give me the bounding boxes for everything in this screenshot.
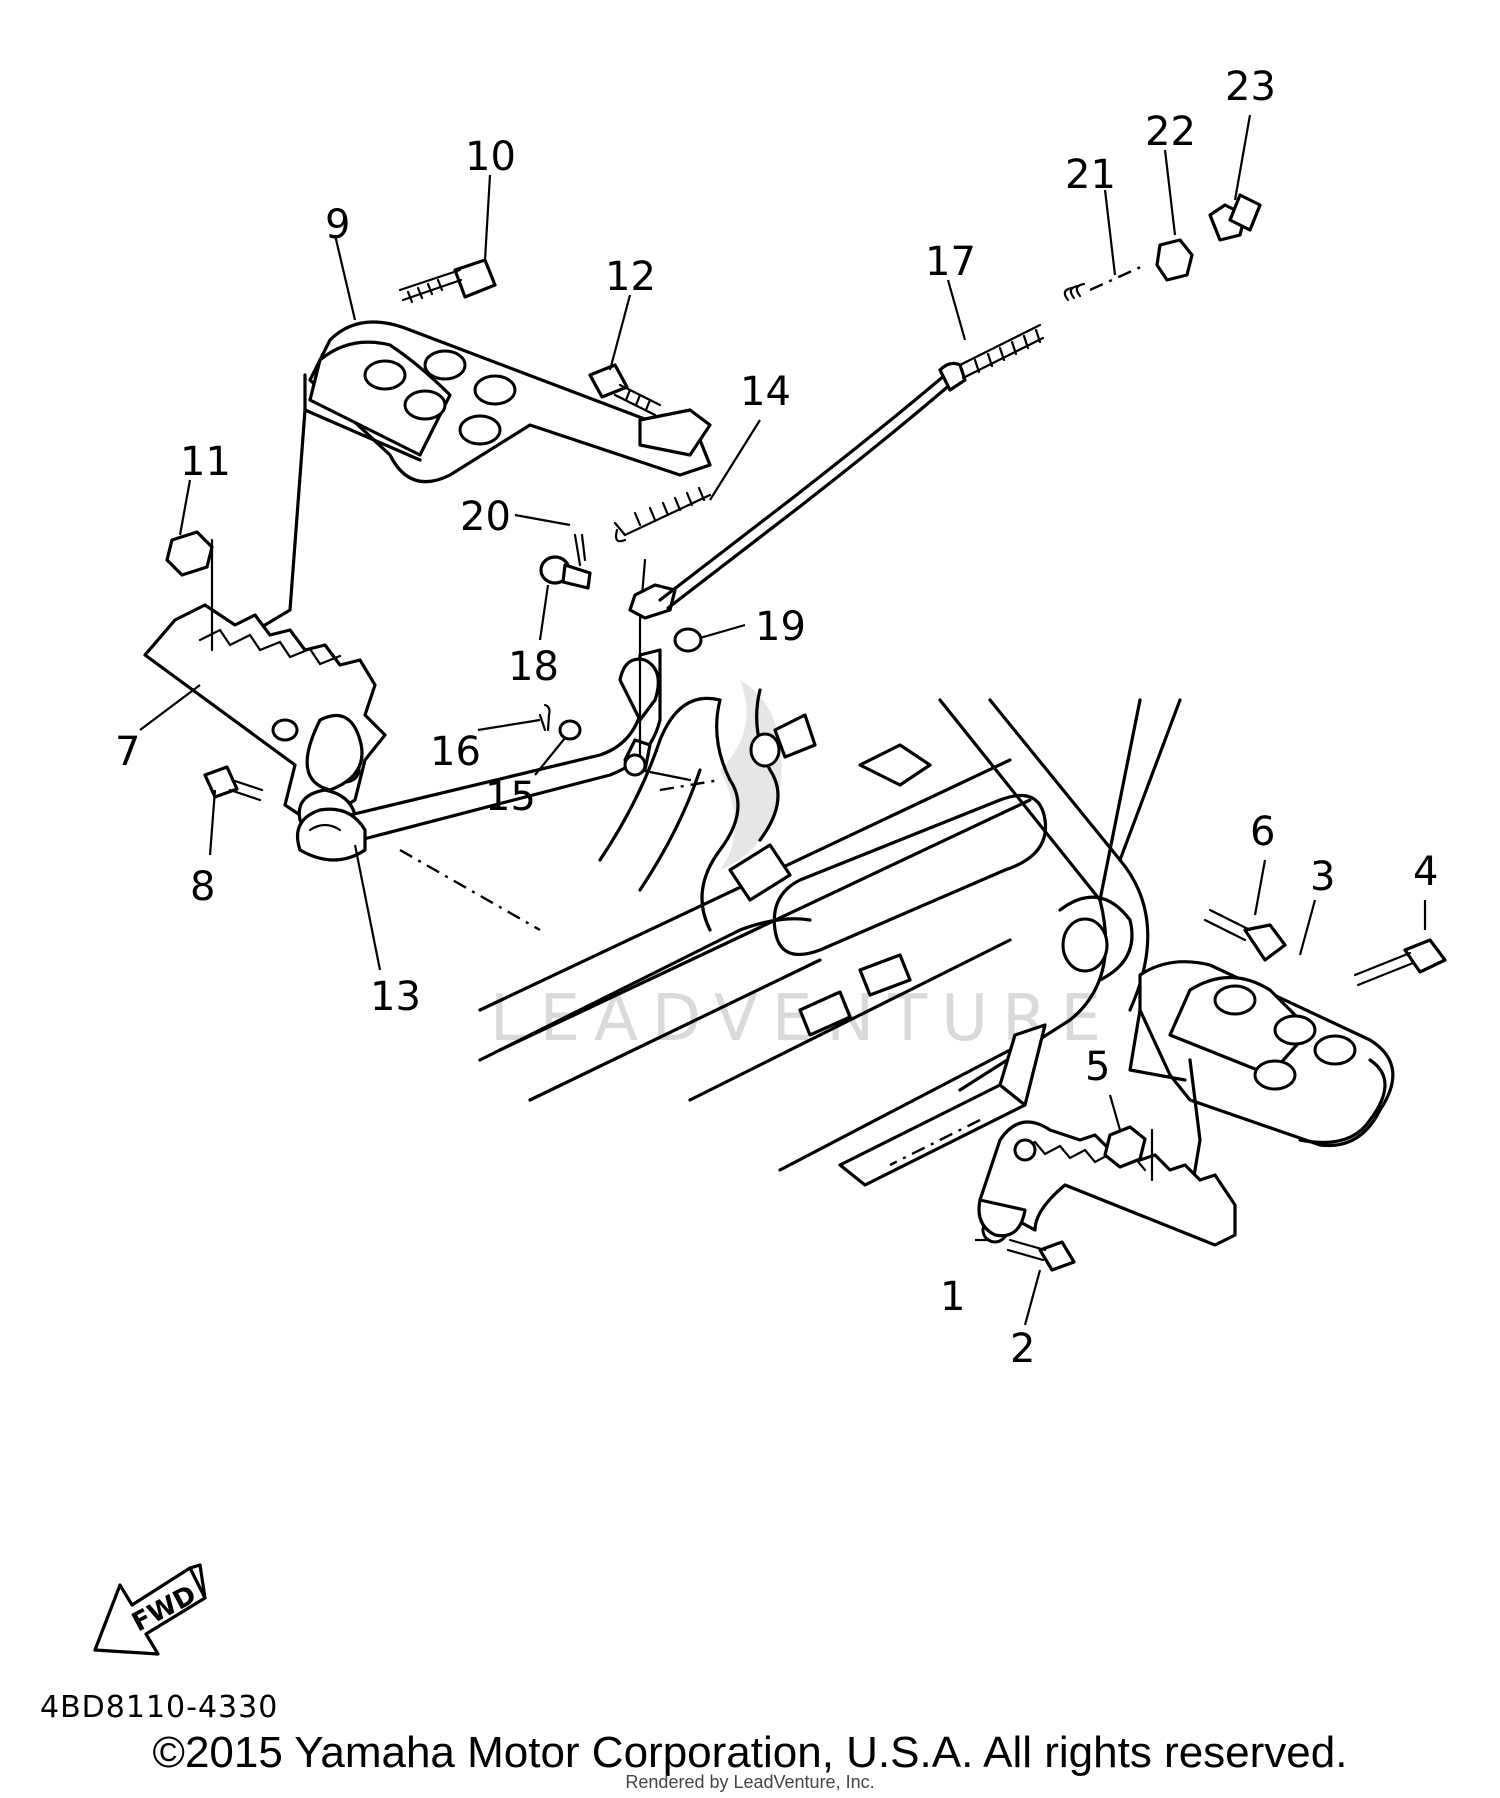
callout-21: 21 xyxy=(1065,152,1116,198)
nut-11 xyxy=(165,530,214,652)
callout-12: 12 xyxy=(605,254,656,300)
callout-23: 23 xyxy=(1225,64,1276,110)
washer-19 xyxy=(673,627,703,653)
pedal-rubber-13 xyxy=(295,807,367,862)
callout-19: 19 xyxy=(755,604,806,650)
callout-20: 20 xyxy=(460,494,511,540)
bolt-4 xyxy=(1353,938,1447,987)
callout-6: 6 xyxy=(1250,809,1275,855)
callout-10: 10 xyxy=(465,134,516,180)
right-footrest-bracket xyxy=(1128,960,1395,1202)
nut-5 xyxy=(1103,1125,1154,1182)
bolt-12 xyxy=(588,363,662,417)
diagram-code: 4BD8110-4330 xyxy=(40,1690,279,1725)
callout-4: 4 xyxy=(1413,849,1438,895)
callout-15: 15 xyxy=(485,774,536,820)
callout-17: 17 xyxy=(925,239,976,285)
callout-16: 16 xyxy=(430,729,481,775)
left-footrest xyxy=(143,603,387,827)
frame xyxy=(399,688,1182,1187)
callout-14: 14 xyxy=(740,369,791,415)
cotter-pin-20 xyxy=(573,533,587,567)
watermark-text: LEADVENTURE xyxy=(490,982,1115,1056)
callout-13: 13 xyxy=(370,974,421,1020)
clevis-pin-18 xyxy=(539,555,592,590)
right-footrest xyxy=(977,1120,1237,1247)
callout-5: 5 xyxy=(1085,1044,1110,1090)
spring-14 xyxy=(613,486,712,543)
callout-22: 22 xyxy=(1145,109,1196,155)
spring-21 xyxy=(1063,263,1146,302)
callout-8: 8 xyxy=(190,864,215,910)
bolt-2 xyxy=(1006,1238,1076,1272)
washer-15 xyxy=(558,719,582,741)
callout-18: 18 xyxy=(508,644,559,690)
callout-7: 7 xyxy=(115,729,140,775)
bolt-6 xyxy=(1203,908,1287,962)
callout-labels: 1 2 3 4 5 6 7 8 9 10 11 12 13 14 15 16 1… xyxy=(115,64,1438,1372)
bolt-8 xyxy=(203,765,264,802)
copyright-notice: ©2015 Yamaha Motor Corporation, U.S.A. A… xyxy=(152,1728,1348,1777)
wing-nut-23 xyxy=(1208,193,1262,242)
callout-9: 9 xyxy=(325,202,350,248)
nut-22 xyxy=(1155,238,1194,282)
rendered-by-notice: Rendered by LeadVenture, Inc. xyxy=(625,1772,875,1792)
bolt-10 xyxy=(398,258,497,304)
callout-11: 11 xyxy=(180,439,231,485)
fwd-arrow: FWD xyxy=(93,1563,207,1656)
callout-2: 2 xyxy=(1010,1326,1035,1372)
callout-1: 1 xyxy=(940,1274,965,1320)
cotter-pin-16 xyxy=(538,703,551,732)
callout-3: 3 xyxy=(1310,854,1335,900)
brake-rod-17 xyxy=(628,323,1045,620)
callout-leaders xyxy=(139,114,1427,1326)
left-footrest-bracket xyxy=(238,320,712,642)
